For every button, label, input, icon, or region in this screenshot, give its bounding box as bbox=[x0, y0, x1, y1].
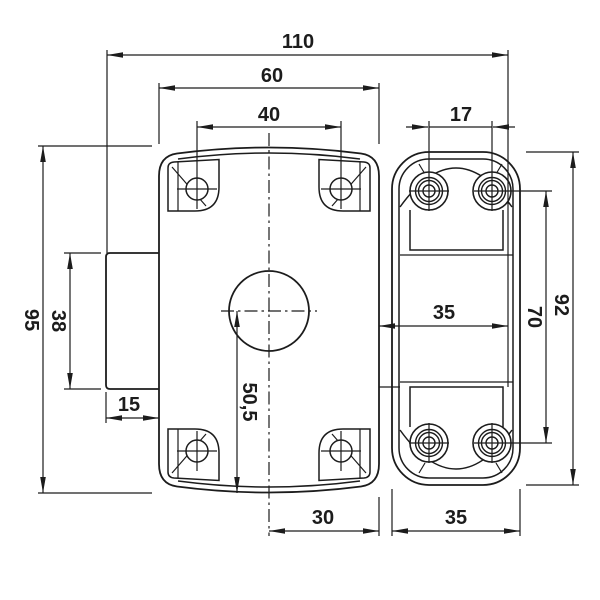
case-screw-pocket-top-right bbox=[318, 158, 371, 212]
case-screw-pocket-top-left bbox=[167, 158, 220, 212]
case-outline bbox=[158, 146, 380, 494]
case-screw-pocket-bottom-right bbox=[318, 428, 371, 482]
dim-label-case-height: 95 bbox=[20, 309, 42, 331]
case-screw-pocket-bottom-left bbox=[167, 428, 220, 482]
dimension-labels: 110 60 40 17 95 38 15 50,5 35 70 92 30 3… bbox=[20, 31, 572, 529]
dim-label-case-edge-to-keeper-edge: 35 bbox=[433, 302, 455, 324]
dim-label-case-width: 60 bbox=[261, 65, 283, 87]
hole-crosshairs bbox=[177, 188, 493, 471]
dim-label-overall-width: 110 bbox=[282, 31, 314, 53]
dim-label-axis-to-case-bottom: 50,5 bbox=[238, 383, 260, 422]
case-top-edge-line bbox=[177, 152, 361, 160]
dim-label-keeper-height: 92 bbox=[550, 294, 572, 316]
keeper-bottom-recess bbox=[409, 386, 504, 427]
dimension-lines bbox=[40, 52, 576, 534]
dim-label-axis-to-case-edge: 30 bbox=[312, 507, 334, 529]
dim-label-cylinder-housing-depth: 15 bbox=[118, 394, 140, 416]
dim-label-cylinder-housing-height: 38 bbox=[47, 310, 69, 332]
dim-label-case-hole-spacing: 40 bbox=[258, 104, 280, 126]
keeper-inner-outline bbox=[398, 158, 514, 479]
dim-label-keeper-hole-spacing-h: 17 bbox=[450, 104, 472, 126]
cylinder-housing bbox=[105, 252, 159, 390]
keeper-outline bbox=[391, 151, 521, 486]
lock-case bbox=[105, 146, 380, 494]
dim-label-keeper-width: 35 bbox=[445, 507, 467, 529]
keeper-top-recess bbox=[409, 210, 504, 251]
dim-label-keeper-hole-spacing-v: 70 bbox=[523, 306, 545, 328]
extension-lines bbox=[38, 50, 579, 536]
centerlines bbox=[221, 133, 317, 536]
